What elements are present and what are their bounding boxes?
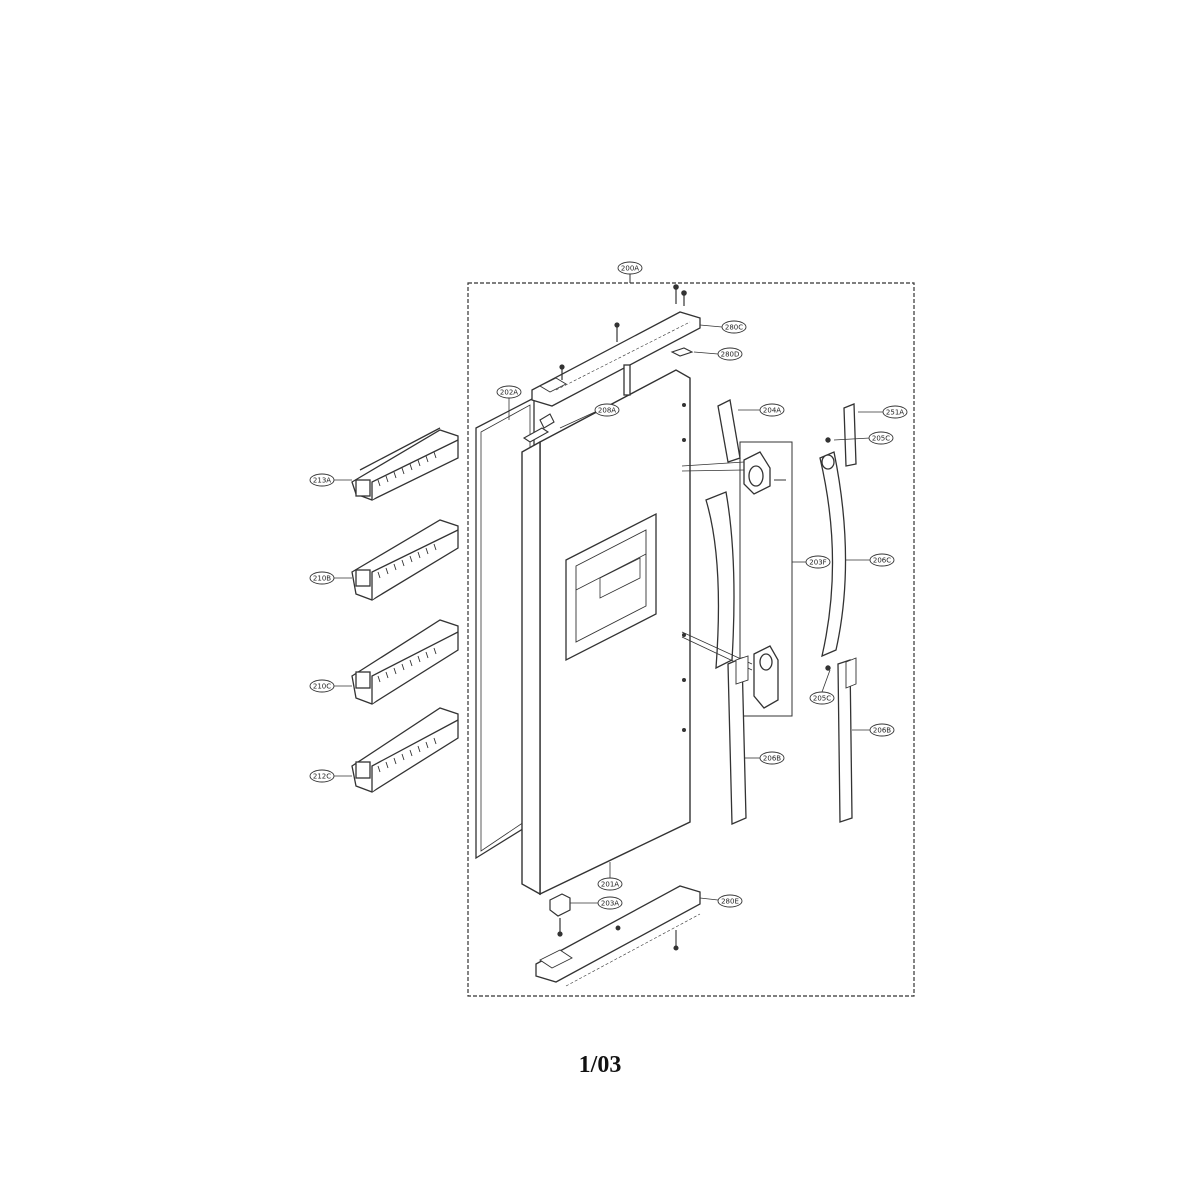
right-handle-bar xyxy=(819,451,847,658)
callout-202A: 202A xyxy=(496,385,522,399)
top-hinge-cover xyxy=(531,311,701,407)
callout-200A: 200A xyxy=(617,261,643,275)
upper-handle-cap xyxy=(681,399,771,495)
svg-text:210B: 210B xyxy=(313,575,331,583)
callout-201A: 201A xyxy=(597,877,623,891)
callout-280C: 280C xyxy=(721,320,747,334)
hinge-shim xyxy=(670,347,694,357)
door-panel xyxy=(521,369,691,896)
callout-208A: 208A xyxy=(594,403,620,417)
svg-text:203A: 203A xyxy=(601,900,619,908)
svg-text:280E: 280E xyxy=(721,898,739,906)
callout-leaders xyxy=(334,324,883,904)
callout-210C: 210C xyxy=(309,679,335,693)
bottom-hinge xyxy=(549,893,571,937)
svg-text:280D: 280D xyxy=(721,351,740,359)
callout-206C: 206C xyxy=(869,553,895,567)
svg-text:202A: 202A xyxy=(500,389,518,397)
door-bin-3 xyxy=(351,619,459,705)
callout-205C-upper: 205C xyxy=(868,431,894,445)
assembly-boundary xyxy=(467,282,915,997)
callout-210B: 210B xyxy=(309,571,335,585)
svg-text:251A: 251A xyxy=(886,409,904,417)
door-bin-4 xyxy=(351,707,459,793)
left-handle-trim xyxy=(727,655,749,825)
svg-text:204A: 204A xyxy=(763,407,781,415)
callout-206B-right: 206B xyxy=(869,723,895,737)
right-screws xyxy=(774,437,831,671)
svg-text:206C: 206C xyxy=(873,557,891,565)
svg-text:201A: 201A xyxy=(601,881,619,889)
bottom-screw xyxy=(673,930,679,951)
callout-280E: 280E xyxy=(717,894,743,908)
svg-text:200A: 200A xyxy=(621,265,639,273)
callout-251A: 251A xyxy=(882,405,908,419)
svg-text:213A: 213A xyxy=(313,477,331,485)
svg-text:212C: 212C xyxy=(313,773,331,781)
callout-212C: 212C xyxy=(309,769,335,783)
callout-204A: 204A xyxy=(759,403,785,417)
callout-213A: 213A xyxy=(309,473,335,487)
svg-text:208A: 208A xyxy=(598,407,616,415)
top-bracket xyxy=(522,413,555,443)
svg-text:206B: 206B xyxy=(873,727,891,735)
door-bin-2 xyxy=(351,519,459,601)
callout-280D: 280D xyxy=(717,347,743,361)
svg-text:203F: 203F xyxy=(809,559,826,567)
svg-text:280C: 280C xyxy=(725,324,743,332)
svg-text:205C: 205C xyxy=(872,435,890,443)
handle-assembly-frame xyxy=(739,441,793,717)
svg-text:206B: 206B xyxy=(763,755,781,763)
callout-205C-lower: 205C xyxy=(809,691,835,705)
bottom-cover xyxy=(535,885,701,987)
right-handle-cap xyxy=(843,403,857,467)
door-bin-1 xyxy=(351,427,459,501)
callout-203F: 203F xyxy=(805,555,831,569)
top-screws xyxy=(559,284,687,380)
page-number: 1/03 xyxy=(578,1052,622,1078)
callout-203A: 203A xyxy=(597,896,623,910)
left-handle-bar xyxy=(705,491,735,670)
callout-206B-left: 206B xyxy=(759,751,785,765)
svg-text:205C: 205C xyxy=(813,695,831,703)
right-handle-trim xyxy=(837,657,857,823)
svg-text:210C: 210C xyxy=(313,683,331,691)
